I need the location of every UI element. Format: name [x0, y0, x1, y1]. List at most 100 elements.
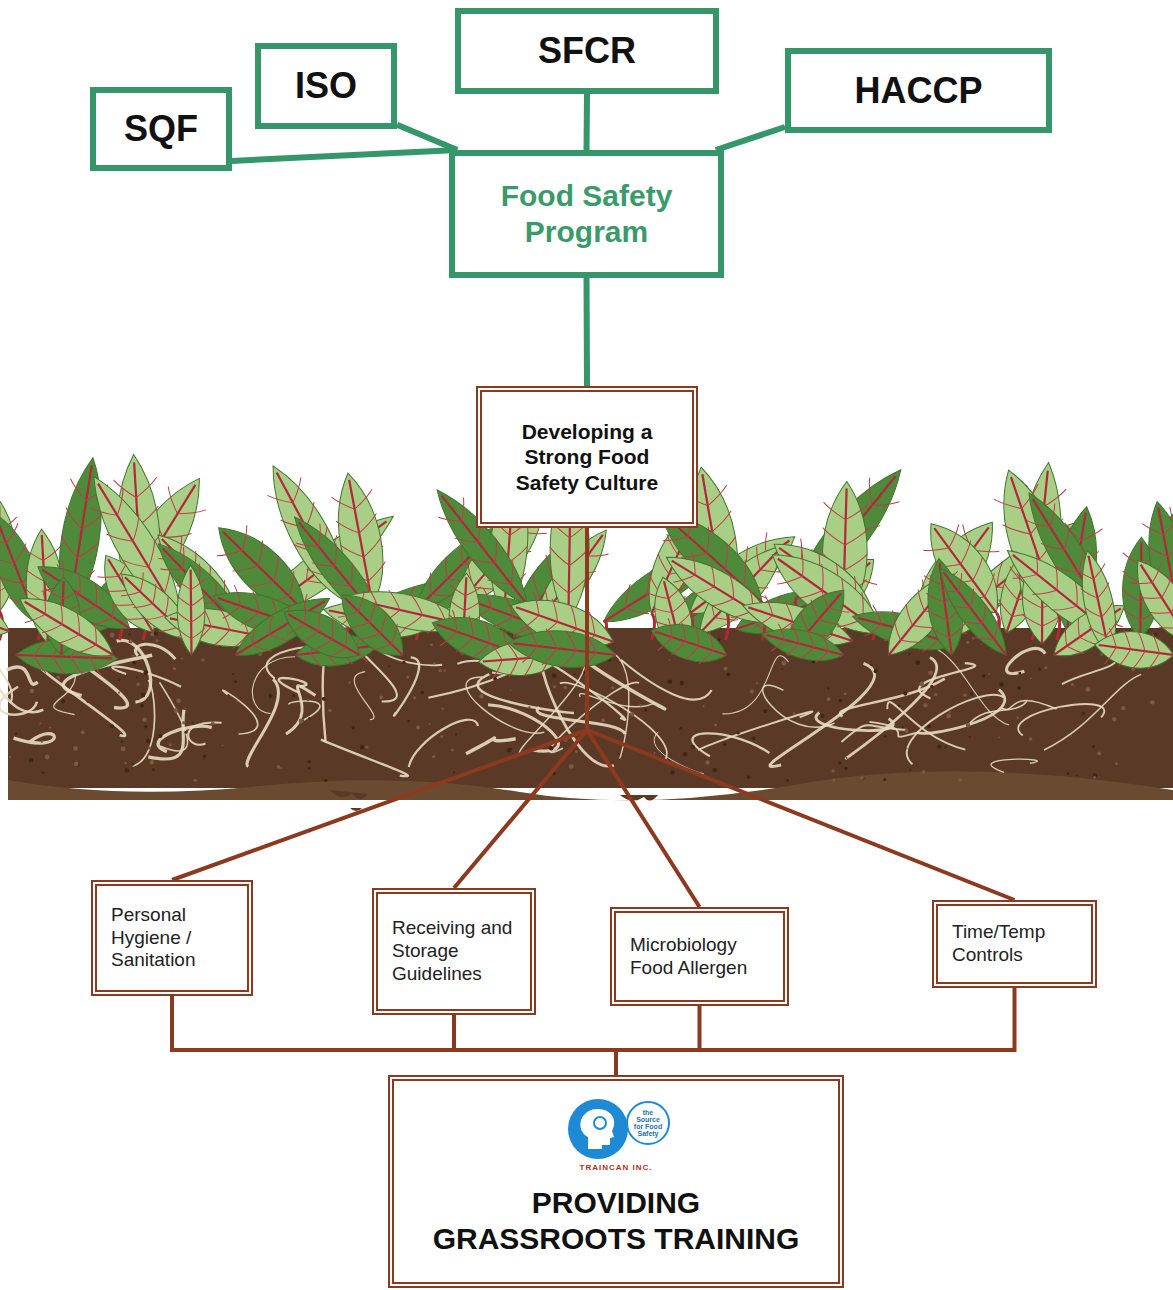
- soil-speck: [41, 740, 43, 742]
- soil-speck: [110, 633, 115, 638]
- soil-speck: [883, 778, 886, 781]
- leaf-vein: [975, 620, 1005, 647]
- leaf: [929, 560, 1017, 664]
- soil-speck: [569, 764, 574, 769]
- leaf-vein: [513, 643, 615, 655]
- soil-speck: [154, 632, 158, 636]
- soil-speck: [407, 720, 410, 723]
- soil-speck: [15, 733, 17, 735]
- soil-speck: [416, 726, 420, 730]
- root-line: [409, 720, 478, 767]
- leaf-vein: [493, 596, 519, 632]
- soil-speck: [308, 717, 311, 720]
- box-label: SQF: [124, 107, 198, 150]
- root-line: [1007, 648, 1046, 673]
- leaf-vein: [931, 624, 966, 640]
- soil-speck: [277, 765, 281, 769]
- soil-speck: [455, 733, 457, 735]
- soil-speck: [42, 771, 44, 773]
- soil-speck: [949, 711, 951, 713]
- leaf-vein: [581, 633, 598, 670]
- logo-tagline: the Source for Food Safety: [626, 1101, 670, 1145]
- soil-speck: [510, 689, 512, 691]
- soil-speck: [1018, 672, 1021, 675]
- soil-speck: [714, 724, 717, 727]
- leaf-vein: [786, 628, 803, 657]
- leaf-vein: [923, 524, 966, 561]
- root-line: [466, 738, 516, 754]
- soil-speck: [211, 721, 215, 725]
- soil-speck: [644, 708, 647, 711]
- soil-speck: [904, 729, 908, 733]
- leaf-vein: [1013, 550, 1049, 589]
- root-line: [0, 687, 37, 715]
- soil-speck: [923, 703, 927, 707]
- soil-speck: [703, 705, 705, 707]
- leaf-vein: [777, 550, 815, 594]
- soil-speck: [944, 746, 946, 748]
- leaf-blade: [506, 625, 618, 673]
- leaf-vein: [1148, 634, 1162, 671]
- connector-line: [454, 1015, 616, 1075]
- soil-speck: [601, 718, 605, 722]
- root-line: [394, 657, 419, 715]
- leaf-vein: [562, 631, 579, 668]
- soil-speck: [451, 749, 454, 752]
- leaf-vein: [951, 589, 981, 616]
- logo-head: [580, 1109, 614, 1149]
- soil-speck: [671, 770, 675, 774]
- leaf-vein: [699, 632, 718, 667]
- root-line: [252, 657, 295, 714]
- leaf-vein: [1027, 503, 1064, 535]
- soil-speck: [839, 699, 843, 703]
- soil-speck: [668, 659, 670, 661]
- leaf-vein: [440, 610, 464, 650]
- soil-speck: [420, 691, 424, 695]
- soil-speck: [1092, 745, 1095, 748]
- soil-speck: [429, 723, 431, 725]
- soil-speck: [667, 679, 672, 684]
- leaf-vein: [106, 514, 149, 551]
- soil-speck: [194, 779, 197, 782]
- soil-speck: [1082, 712, 1085, 715]
- soil-speck: [980, 643, 982, 645]
- soil-crumbs: [330, 790, 658, 811]
- soil-speck: [611, 686, 614, 689]
- soil-speck: [827, 697, 831, 701]
- leaf-vein: [223, 585, 247, 622]
- root-line: [286, 686, 315, 734]
- soil-speck: [691, 745, 695, 749]
- soil-speck: [574, 673, 576, 675]
- soil-speck: [184, 731, 187, 734]
- soil-speck: [118, 692, 120, 694]
- box-label: PROVIDING GRASSROOTS TRAINING: [426, 1185, 806, 1257]
- soil-speck: [930, 685, 933, 688]
- soil-speck: [832, 778, 835, 781]
- soil-speck: [299, 719, 304, 724]
- leaf-vein: [815, 588, 850, 620]
- leaf-vein: [262, 614, 289, 647]
- leaf-vein: [91, 488, 134, 525]
- root-line: [887, 702, 965, 750]
- soil-speck: [1067, 773, 1069, 775]
- soil-speck: [982, 674, 986, 678]
- leaf-vein: [42, 603, 71, 640]
- root-line: [321, 740, 408, 777]
- leaf-vein: [671, 623, 690, 658]
- soil-speck: [956, 660, 958, 662]
- soil-speck: [908, 653, 910, 655]
- soil-speck: [1017, 686, 1021, 690]
- connector-line: [454, 528, 587, 888]
- training-box: Personal Hygiene / Sanitation: [91, 880, 253, 996]
- leaf-vein: [1041, 526, 1078, 558]
- leaf-vein: [121, 572, 151, 603]
- soil-speck: [360, 745, 364, 749]
- soil-speck: [81, 730, 85, 734]
- soil-speck: [750, 690, 754, 694]
- soil-speck: [136, 676, 138, 678]
- soil-speck: [174, 708, 179, 713]
- soil-speck: [870, 664, 872, 666]
- soil-speck: [307, 699, 309, 701]
- leaf-vein: [0, 523, 23, 550]
- logo-circle: [568, 1099, 628, 1159]
